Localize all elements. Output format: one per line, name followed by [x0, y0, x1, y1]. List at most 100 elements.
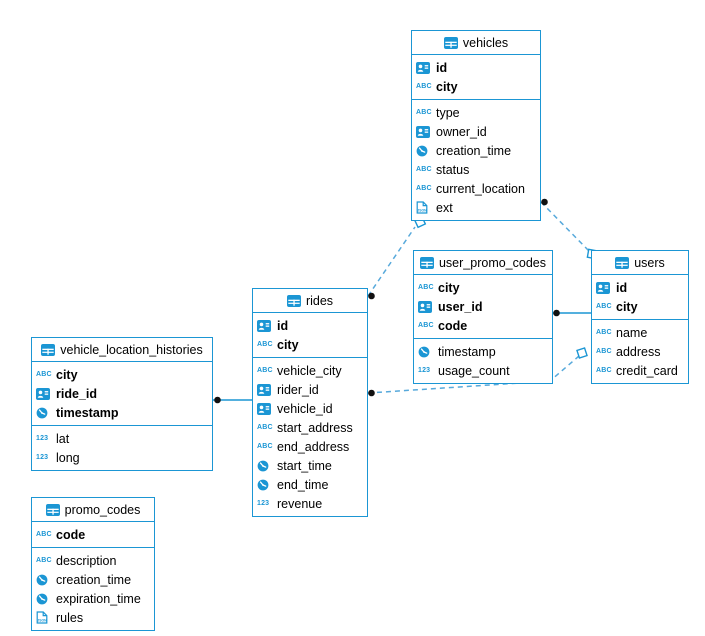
column-timestamp: timestamp — [32, 403, 212, 422]
column-name: id — [436, 60, 448, 75]
json-type-icon: JSON — [416, 201, 428, 214]
table-name: user_promo_codes — [438, 255, 546, 270]
primary-key-section: ABC code — [32, 522, 154, 547]
table-icon — [286, 294, 301, 307]
column-rider_id: rider_id — [253, 380, 367, 399]
text-type-icon: ABC — [36, 531, 52, 538]
column-name: description — [56, 553, 117, 568]
text-type-icon: ABC — [257, 367, 273, 374]
column-name: city — [277, 337, 299, 352]
number-type-icon: 123 — [257, 500, 270, 507]
column-name: timestamp — [56, 405, 119, 420]
text-type-icon: ABC — [418, 284, 434, 291]
column-name: code — [56, 527, 86, 542]
text-type-icon: ABC — [416, 166, 432, 173]
time-type-icon — [416, 145, 428, 156]
column-name: status — [436, 162, 470, 177]
column-description: ABC description — [32, 551, 154, 570]
table-header-promo_codes[interactable]: promo_codes — [32, 498, 154, 522]
text-type-icon: ABC — [416, 185, 432, 192]
relationship-square-marker — [576, 347, 588, 359]
table-name: vehicles — [462, 35, 509, 50]
text-type-icon: ABC — [416, 83, 432, 90]
table-icon — [45, 503, 60, 516]
column-id: id — [253, 316, 367, 335]
column-name: lat — [56, 431, 70, 446]
time-type-icon — [36, 574, 48, 585]
time-type-icon — [418, 346, 430, 357]
table-header-user_promo_codes[interactable]: user_promo_codes — [414, 251, 552, 275]
user-id-icon — [257, 402, 271, 415]
column-name: rules — [56, 610, 84, 625]
column-name: vehicle_id — [277, 401, 333, 416]
number-type-icon: 123 — [36, 435, 49, 442]
column-owner_id: owner_id — [412, 122, 540, 141]
column-status: ABC status — [412, 160, 540, 179]
relationship-dot-marker — [553, 309, 560, 317]
column-name: type — [436, 105, 460, 120]
column-ride_id: ride_id — [32, 384, 212, 403]
column-type: ABC type — [412, 103, 540, 122]
time-type-icon — [36, 407, 48, 418]
user-id-icon — [418, 300, 432, 313]
column-name: name — [616, 325, 648, 340]
text-type-icon: ABC — [36, 557, 52, 564]
column-name: creation_time — [56, 572, 132, 587]
table-icon — [615, 256, 630, 269]
column-expiration_time: expiration_time — [32, 589, 154, 608]
column-vehicle_id: vehicle_id — [253, 399, 367, 418]
time-type-icon — [257, 460, 269, 471]
table-header-users[interactable]: users — [592, 251, 688, 275]
relationship-dot-marker — [541, 198, 548, 206]
column-lat: 123 lat — [32, 429, 212, 448]
user-id-icon — [596, 281, 610, 294]
user-id-icon — [416, 125, 430, 138]
column-name: start_address — [277, 420, 353, 435]
relationship-dot-marker — [368, 292, 375, 300]
column-rules: JSON rules — [32, 608, 154, 627]
text-type-icon: ABC — [416, 109, 432, 116]
column-name: user_id — [438, 299, 483, 314]
column-creation_time: creation_time — [32, 570, 154, 589]
svg-text:JSON: JSON — [37, 619, 47, 623]
table-header-rides[interactable]: rides — [253, 289, 367, 313]
column-name: expiration_time — [56, 591, 141, 606]
table-name: promo_codes — [64, 502, 141, 517]
relationship-rides-to-vehicles — [367, 226, 416, 297]
column-name: end_address — [277, 439, 350, 454]
table-header-vehicle_location_histories[interactable]: vehicle_location_histories — [32, 338, 212, 362]
text-type-icon: ABC — [418, 322, 434, 329]
column-id: id — [592, 278, 688, 297]
user-id-icon — [257, 383, 271, 396]
table-header-vehicles[interactable]: vehicles — [412, 31, 540, 55]
column-name: city — [436, 79, 458, 94]
column-name: long — [56, 450, 80, 465]
column-id: id — [412, 58, 540, 77]
column-name: id — [277, 318, 289, 333]
column-name: owner_id — [436, 124, 487, 139]
number-type-icon: 123 — [418, 367, 431, 374]
